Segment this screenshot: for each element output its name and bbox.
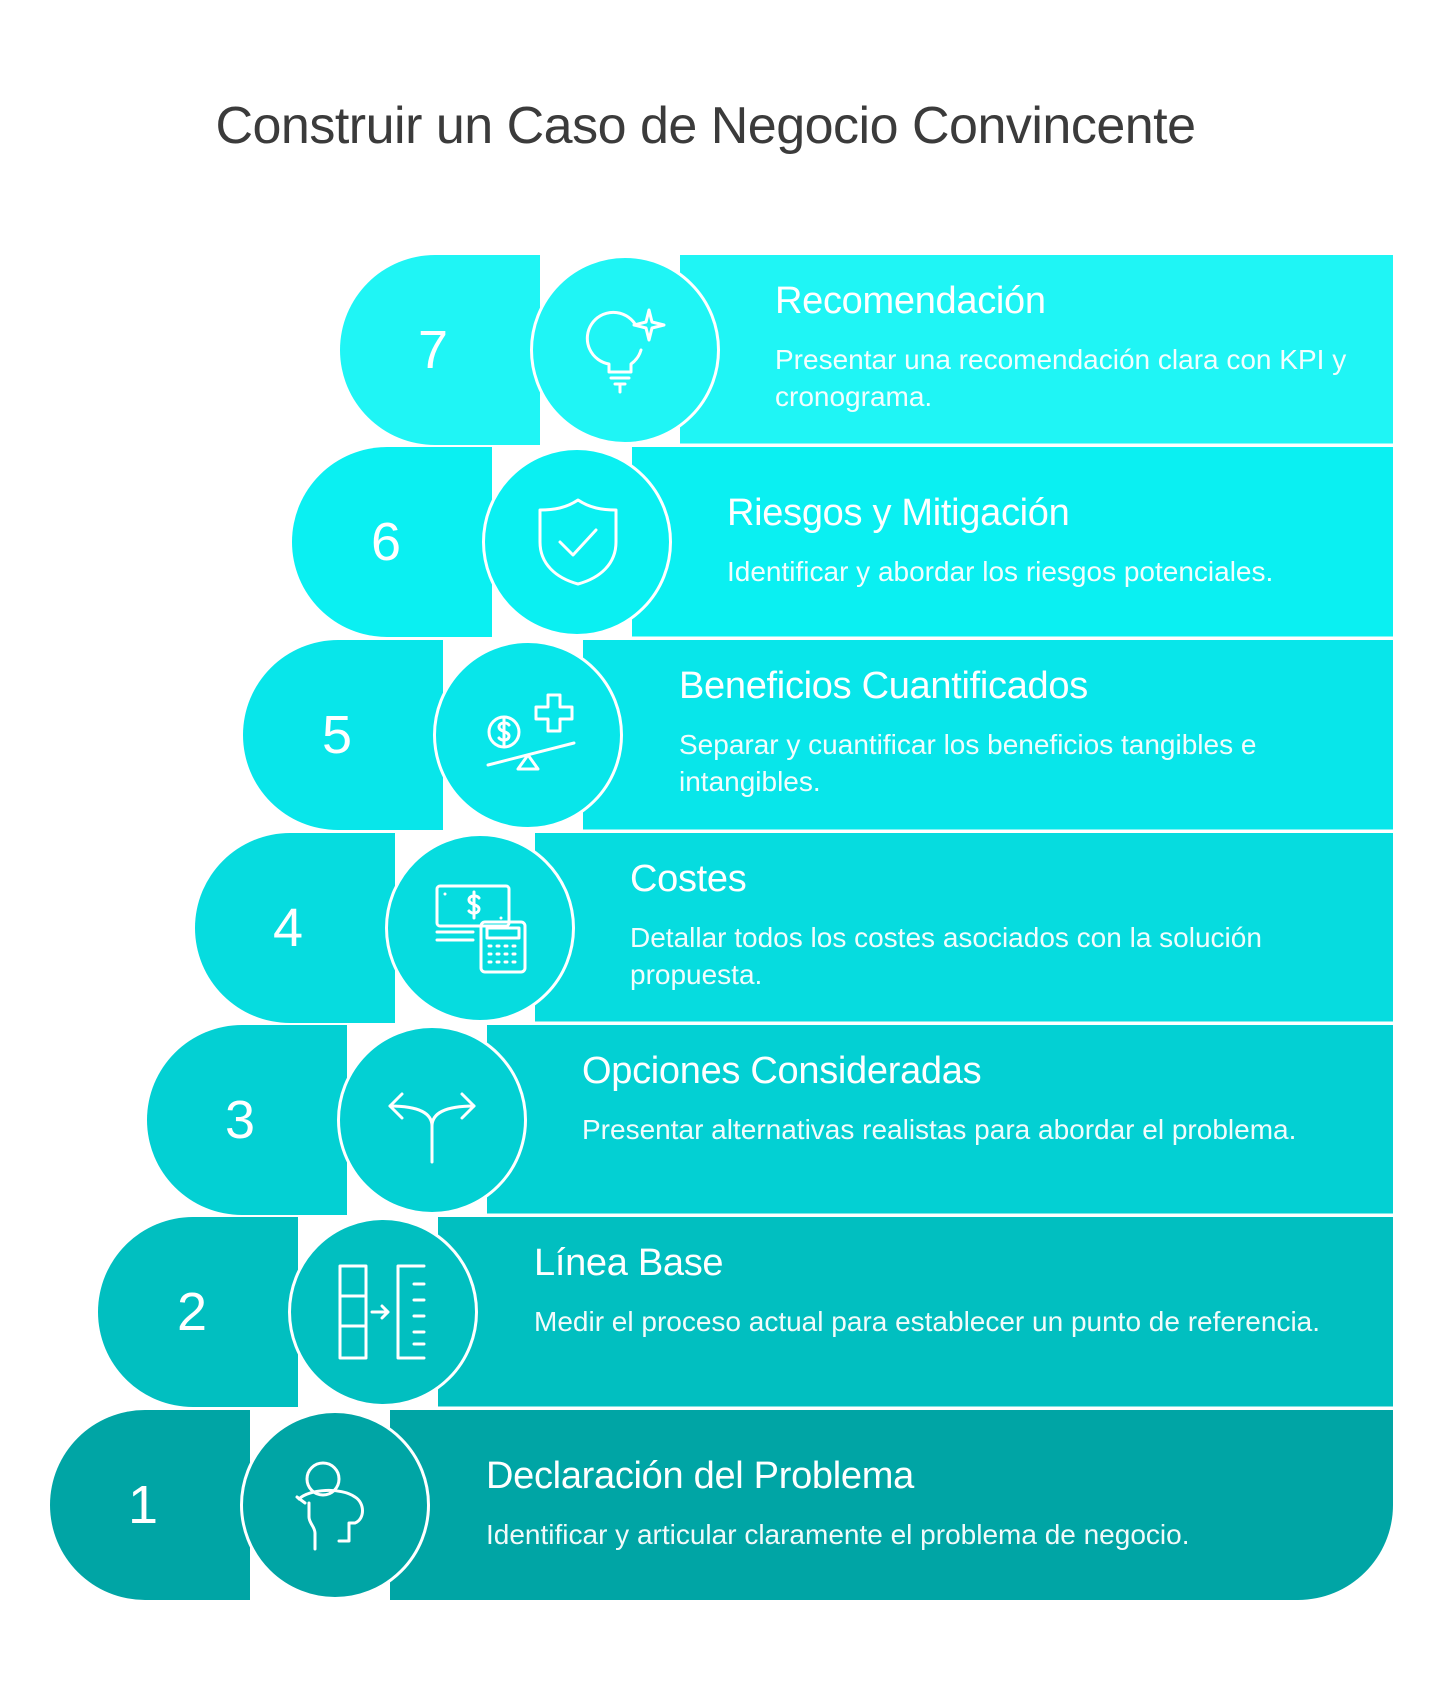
step-number: 7 — [417, 320, 449, 380]
step-7: 7 Recomendación Presentar una recomendac… — [0, 255, 1441, 445]
step-text-box — [438, 1217, 1393, 1407]
step-text: Línea Base Medir el proceso actual para … — [534, 1239, 1401, 1340]
step-description: Detallar todos los costes asociados con … — [630, 922, 1262, 990]
split-arrows-icon — [384, 1072, 480, 1168]
step-1: 1 Declaración del Problema Identificar y… — [0, 1410, 1441, 1600]
step-5: 5 Beneficios Cuantificados Separar y cua… — [0, 640, 1441, 830]
step-text: Declaración del Problema Identificar y a… — [486, 1452, 1401, 1553]
confused-person-icon — [287, 1457, 383, 1553]
step-title: Declaración del Problema — [486, 1455, 914, 1497]
shield-check-icon — [530, 494, 626, 590]
step-number-box — [98, 1217, 298, 1407]
step-number: 2 — [176, 1282, 208, 1342]
step-text-box — [680, 255, 1393, 445]
step-description: Presentar una recomendación clara con KP… — [775, 344, 1347, 412]
step-number-box — [340, 255, 540, 445]
step-number-box — [243, 640, 443, 830]
money-calculator-icon — [433, 880, 529, 976]
money-balance-plus-icon — [482, 687, 578, 783]
step-description: Presentar alternativas realistas para ab… — [582, 1114, 1297, 1145]
lightbulb-sparkle-icon — [577, 302, 673, 398]
step-icon-box — [433, 640, 623, 830]
step-number: 6 — [370, 512, 402, 572]
step-description: Identificar y abordar los riesgos potenc… — [727, 556, 1274, 587]
step-text: Costes Detallar todos los costes asociad… — [630, 855, 1401, 993]
measure-scale-icon — [336, 1264, 432, 1360]
step-description: Medir el proceso actual para establecer … — [534, 1306, 1321, 1337]
step-text-box — [535, 833, 1393, 1023]
step-3: 3 Opciones Consideradas Presentar altern… — [0, 1025, 1441, 1215]
step-title: Beneficios Cuantificados — [679, 665, 1088, 707]
step-title: Línea Base — [534, 1242, 724, 1284]
step-number: 5 — [321, 705, 353, 765]
step-title: Recomendación — [775, 280, 1046, 322]
step-icon-box — [530, 255, 720, 445]
step-text-box — [390, 1410, 1393, 1600]
step-text: Riesgos y Mitigación Identificar y abord… — [727, 489, 1401, 590]
step-number: 1 — [127, 1475, 159, 1535]
step-number-box — [292, 447, 492, 637]
step-text-box — [583, 640, 1393, 830]
step-title: Riesgos y Mitigación — [727, 492, 1070, 534]
step-number: 4 — [272, 898, 304, 958]
step-text: Beneficios Cuantificados Separar y cuant… — [679, 662, 1401, 800]
step-number-box — [50, 1410, 250, 1600]
step-number-box — [147, 1025, 347, 1215]
step-number: 3 — [224, 1090, 256, 1150]
step-icon-box — [240, 1410, 430, 1600]
step-description: Separar y cuantificar los beneficios tan… — [679, 729, 1257, 797]
step-title: Costes — [630, 858, 747, 900]
step-6: 6 Riesgos y Mitigación Identificar y abo… — [0, 447, 1441, 637]
step-text-box — [632, 447, 1393, 637]
step-icon-box — [482, 447, 672, 637]
step-number-box — [195, 833, 395, 1023]
step-text: Recomendación Presentar una recomendació… — [775, 277, 1401, 415]
step-text: Opciones Consideradas Presentar alternat… — [582, 1047, 1401, 1148]
step-4: 4 Costes Detallar todos los costes asoci… — [0, 833, 1441, 1023]
step-text-box — [487, 1025, 1393, 1215]
step-description: Identificar y articular claramente el pr… — [486, 1519, 1190, 1550]
step-title: Opciones Consideradas — [582, 1050, 982, 1092]
step-2: 2 Línea Base Medir el proceso actual par… — [0, 1217, 1441, 1407]
page-title: Construir un Caso de Negocio Convincente — [215, 97, 1196, 155]
